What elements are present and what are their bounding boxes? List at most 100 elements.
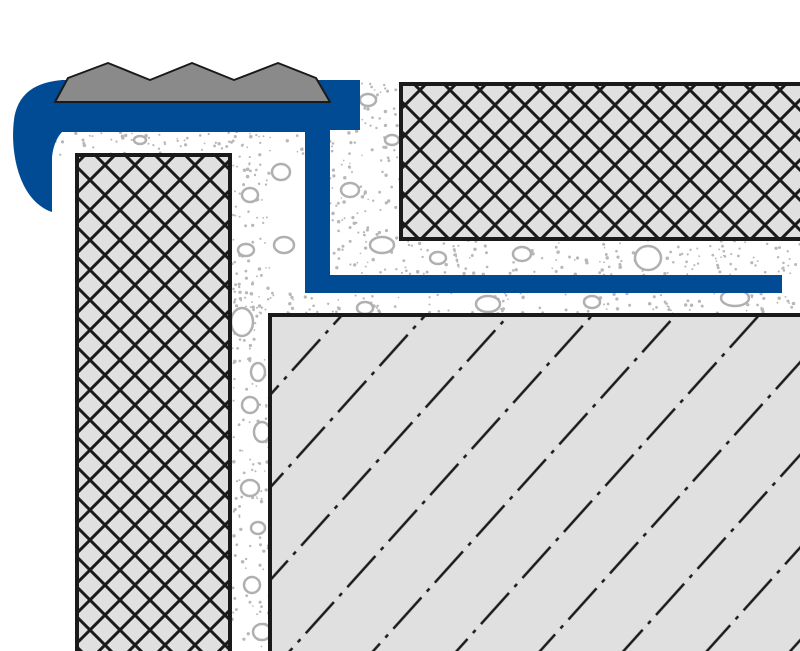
adhesive-speckle [380, 159, 383, 162]
adhesive-speckle [245, 174, 250, 179]
adhesive-speckle [255, 275, 258, 278]
adhesive-speckle [371, 257, 375, 262]
adhesive-speckle [605, 308, 608, 311]
adhesive-speckle [234, 608, 238, 611]
adhesive-speckle [456, 263, 460, 267]
adhesive-speckle [485, 251, 488, 255]
adhesive-speckle [533, 270, 536, 273]
adhesive-speckle [386, 199, 391, 203]
adhesive-pebble [339, 181, 361, 199]
adhesive-speckle [745, 309, 748, 312]
adhesive-speckle [131, 132, 133, 135]
adhesive-speckle [258, 610, 262, 613]
adhesive-speckle [251, 468, 254, 472]
adhesive-speckle [340, 197, 343, 199]
adhesive-speckle [331, 219, 334, 222]
adhesive-speckle [659, 293, 663, 297]
adhesive-speckle [330, 149, 334, 153]
adhesive-speckle [360, 195, 365, 199]
adhesive-speckle [232, 213, 235, 217]
adhesive-speckle [258, 153, 262, 157]
adhesive-speckle [262, 217, 265, 219]
adhesive-pebble [240, 395, 260, 415]
adhesive-speckle [540, 257, 544, 260]
adhesive-speckle [667, 306, 670, 308]
adhesive-speckle [238, 215, 241, 218]
adhesive-speckle [618, 265, 622, 269]
adhesive-speckle [641, 269, 644, 273]
adhesive-speckle [183, 139, 186, 142]
adhesive-speckle [251, 305, 255, 309]
adhesive-speckle [264, 241, 266, 244]
adhesive-speckle [242, 418, 245, 422]
adhesive-speckle [249, 458, 252, 461]
adhesive-speckle [444, 262, 448, 267]
adhesive-speckle [331, 145, 333, 148]
adhesive-speckle [250, 301, 253, 304]
adhesive-speckle [616, 255, 620, 259]
adhesive-pebble [252, 420, 272, 444]
adhesive-speckle [259, 163, 262, 166]
adhesive-speckle [696, 262, 700, 265]
adhesive-speckle [750, 261, 754, 265]
tile-riser [75, 153, 232, 651]
adhesive-speckle [353, 141, 357, 144]
adhesive-speckle [229, 140, 234, 144]
adhesive-speckle [619, 242, 621, 245]
adhesive-pebble [242, 575, 262, 595]
adhesive-speckle [238, 192, 241, 195]
adhesive-speckle [232, 386, 235, 389]
adhesive-speckle [234, 283, 238, 287]
adhesive-speckle [470, 253, 474, 258]
adhesive-speckle [364, 265, 367, 268]
adhesive-speckle [265, 216, 268, 219]
adhesive-speckle [752, 256, 755, 259]
adhesive-speckle [362, 231, 366, 234]
adhesive-speckle [235, 480, 239, 483]
adhesive-speckle [232, 399, 235, 402]
adhesive-speckle [251, 281, 254, 284]
adhesive-speckle [455, 255, 458, 258]
adhesive-speckle [238, 504, 242, 508]
adhesive-speckle [255, 314, 259, 318]
adhesive-speckle [782, 269, 786, 272]
adhesive-speckle [555, 259, 558, 262]
adhesive-speckle [257, 461, 260, 465]
adhesive-speckle [356, 261, 359, 264]
adhesive-speckle [652, 308, 655, 311]
adhesive-speckle [447, 309, 450, 312]
adhesive-speckle [354, 129, 359, 133]
adhesive-speckle [257, 267, 262, 271]
adhesive-speckle [331, 168, 336, 172]
adhesive-speckle [260, 306, 264, 309]
adhesive-speckle [395, 236, 399, 240]
adhesive-speckle [511, 269, 515, 272]
adhesive-speckle [514, 268, 518, 272]
adhesive-speckle [691, 268, 694, 271]
adhesive-speckle [786, 250, 789, 253]
adhesive-speckle [356, 212, 359, 215]
adhesive-speckle [375, 305, 378, 308]
adhesive-speckle [686, 253, 689, 256]
adhesive-speckle [249, 292, 254, 296]
adhesive-speckle [233, 135, 237, 139]
adhesive-speckle [376, 304, 380, 307]
adhesive-speckle [341, 244, 345, 248]
adhesive-speckle [787, 264, 790, 267]
adhesive-speckle [110, 138, 113, 141]
adhesive-speckle [359, 252, 362, 255]
adhesive-speckle [426, 248, 429, 252]
adhesive-speckle [214, 141, 217, 144]
adhesive-speckle [256, 216, 259, 219]
adhesive-speckle [366, 226, 370, 230]
adhesive-speckle [163, 142, 167, 146]
adhesive-speckle [303, 295, 307, 299]
adhesive-speckle [258, 536, 262, 539]
adhesive-speckle [266, 298, 270, 301]
adhesive-speckle [265, 405, 268, 408]
adhesive-speckle [373, 89, 376, 91]
adhesive-speckle [395, 124, 399, 128]
adhesive-speckle [685, 260, 688, 264]
adhesive-speckle [364, 122, 367, 125]
